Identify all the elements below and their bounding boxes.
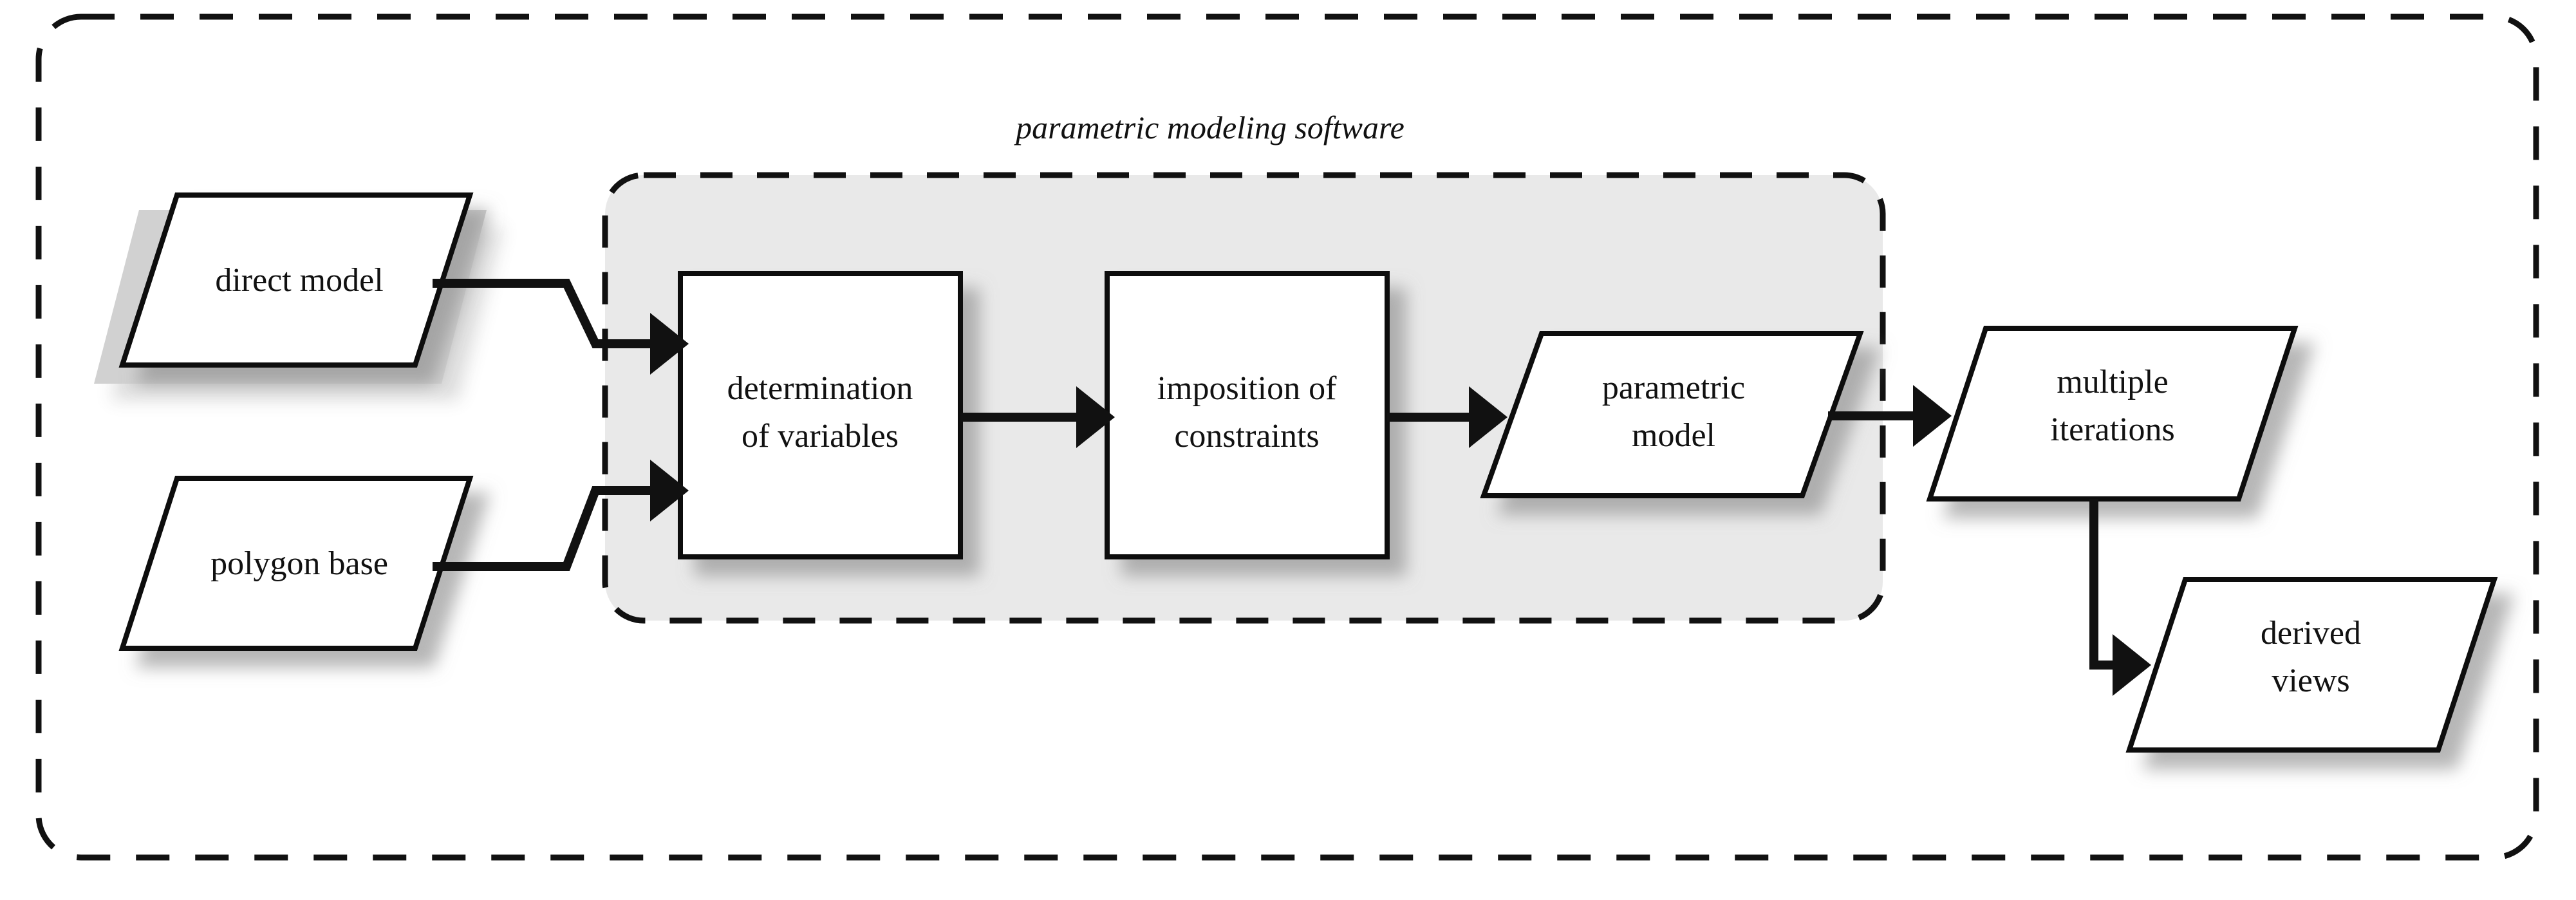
imposition-of-constraints-label-line1: imposition of xyxy=(1157,370,1337,407)
arrow-head-icon xyxy=(1469,386,1507,448)
node-parametric-model[interactable]: parametric model xyxy=(1480,331,1864,498)
arrow-head-icon xyxy=(1076,386,1115,448)
parametric-model-label-line1: parametric xyxy=(1602,370,1745,406)
determination-of-variables-label-line2: of variables xyxy=(742,418,899,455)
edge-direct-model-to-determination xyxy=(433,279,689,375)
node-imposition-of-constraints[interactable]: imposition of constraints xyxy=(1105,271,1390,559)
polygon-base-label: polygon base xyxy=(210,545,388,582)
imposition-of-constraints-label-line2: constraints xyxy=(1174,418,1319,455)
determination-of-variables-label-line1: determination xyxy=(727,370,913,407)
arrow-head-icon xyxy=(650,313,689,375)
arrow-head-icon xyxy=(2113,634,2151,696)
parametric-model-shape xyxy=(1480,331,1864,498)
node-polygon-base[interactable]: polygon base xyxy=(118,476,474,651)
polygon-base-shape xyxy=(118,476,474,651)
derived-views-label-line2: views xyxy=(2272,662,2349,699)
edge-parametric-model-to-multiple-iterations xyxy=(1828,385,1952,447)
outer-dashed-frame xyxy=(35,14,2539,861)
parametric-model-label-line2: model xyxy=(1632,417,1715,454)
derived-views-shape xyxy=(2125,577,2498,753)
node-multiple-iterations[interactable]: multiple iterations xyxy=(1926,326,2299,502)
imposition-of-constraints-shape xyxy=(1105,271,1390,559)
arrow-head-icon xyxy=(650,460,689,521)
direct-model-shape xyxy=(118,192,474,368)
node-direct-model[interactable]: direct model xyxy=(118,192,474,368)
multiple-iterations-label-line2: iterations xyxy=(2050,411,2175,448)
edge-polygon-base-to-determination xyxy=(433,460,689,571)
multiple-iterations-shape xyxy=(1926,326,2299,502)
determination-of-variables-shape xyxy=(678,271,963,559)
node-derived-views[interactable]: derived views xyxy=(2125,577,2498,753)
edge-multiple-iterations-to-derived-views xyxy=(2089,499,2151,696)
direct-model-label: direct model xyxy=(215,262,383,299)
node-determination-of-variables[interactable]: determination of variables xyxy=(678,271,963,559)
arrow-head-icon xyxy=(1913,385,1952,447)
group-title: parametric modeling software xyxy=(1014,109,1405,145)
edge-determination-to-imposition xyxy=(960,386,1115,448)
edge-imposition-to-parametric-model xyxy=(1387,386,1507,448)
multiple-iterations-label-line1: multiple xyxy=(2057,364,2168,400)
derived-views-label-line1: derived xyxy=(2261,615,2361,652)
